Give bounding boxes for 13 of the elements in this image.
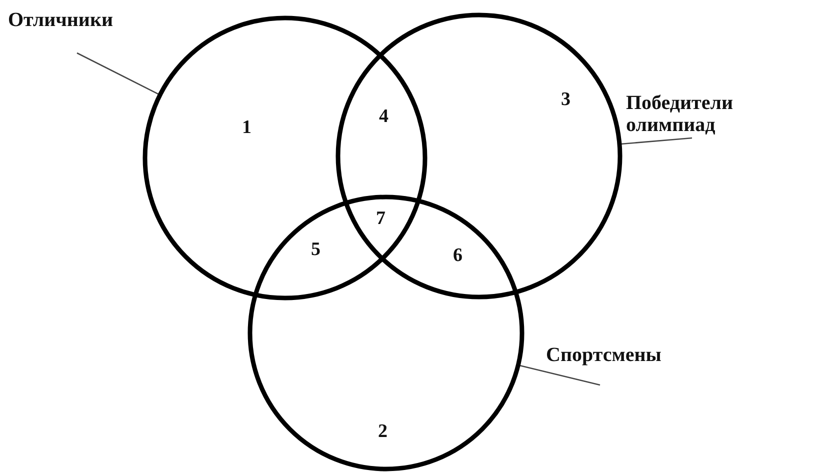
region-number: 6: [453, 246, 462, 266]
leader-line: [518, 364, 600, 386]
set-label: Победители олимпиад: [626, 92, 734, 136]
set-label: Спортсмены: [546, 344, 662, 366]
region-number: 7: [376, 209, 386, 229]
region-number: 4: [379, 107, 388, 127]
region-number: 1: [242, 118, 252, 138]
region-number: 2: [378, 422, 388, 442]
leader-line: [76, 52, 160, 96]
region-number: 3: [561, 90, 570, 110]
set-label: Отличники: [8, 9, 114, 31]
region-number: 5: [311, 240, 320, 260]
leader-line: [619, 137, 692, 145]
